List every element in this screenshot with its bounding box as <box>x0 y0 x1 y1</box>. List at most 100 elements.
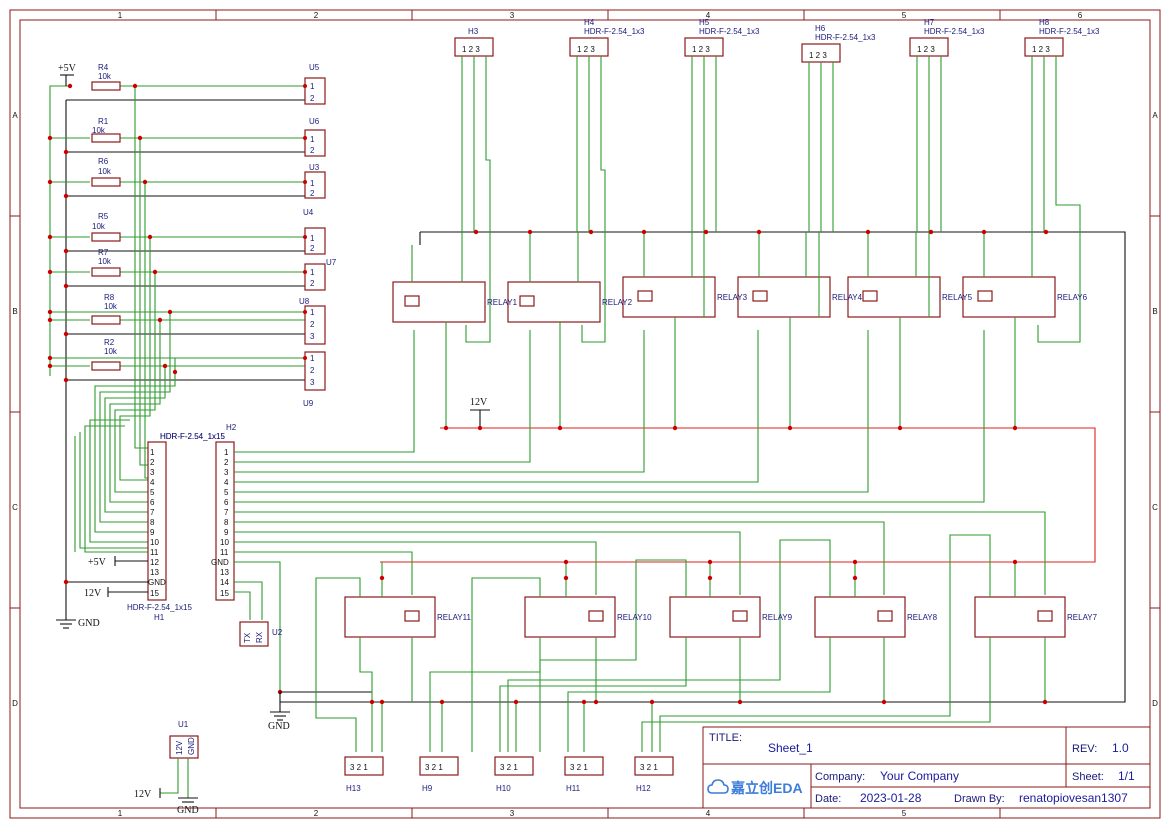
h2-pin-13: 13 <box>220 568 229 577</box>
row-a: A <box>12 111 18 120</box>
row-c: C <box>12 503 18 512</box>
switch-u9-ref: U9 <box>303 399 314 408</box>
switch-u4-pin2: 2 <box>310 244 315 253</box>
switch-u3-ref: U3 <box>309 163 320 172</box>
switch-u8-ref: U8 <box>299 297 310 306</box>
uart-u2-tx: TX <box>243 632 252 643</box>
date-label: Date: <box>815 793 841 805</box>
drawing-frame: 1 2 3 4 5 6 1 2 3 4 5 A B C D A B C D <box>9 9 1161 819</box>
header-h9-ref: H9 <box>422 784 433 793</box>
cloud-icon <box>707 779 729 794</box>
col-2-bottom: 2 <box>314 809 319 818</box>
resistor-r7-ref: R7 <box>98 248 109 257</box>
header-h10-ref: H10 <box>496 784 511 793</box>
net-gnd-label-left: GND <box>78 618 100 629</box>
switch-u3-pin2: 2 <box>310 189 315 198</box>
switch-u3-pin1: 1 <box>310 179 315 188</box>
uart-u2-ref: U2 <box>272 628 283 637</box>
switch-u6-pin2: 2 <box>310 146 315 155</box>
company-value: Your Company <box>880 769 959 783</box>
col-1-bottom: 1 <box>118 809 123 818</box>
resistor-r8-value: 10k <box>104 302 118 311</box>
h2-pin-3: 3 <box>224 468 229 477</box>
svg-text:3 2 1: 3 2 1 <box>570 763 588 772</box>
h1-pin-7: 7 <box>150 508 155 517</box>
switch-u6-ref: U6 <box>309 117 320 126</box>
h1-pin-1: 1 <box>150 448 155 457</box>
header-h2-ref: H2 <box>226 423 237 432</box>
switch-u9-pin2: 2 <box>310 366 315 375</box>
h1-pin-9: 9 <box>150 528 155 537</box>
header-h8-ref: H8 <box>1039 18 1050 27</box>
header-h4-ref: H4 <box>584 18 595 27</box>
h1-pin-12: 12 <box>150 558 159 567</box>
power-connector-u1: U1 12V GND 12V GND <box>134 720 199 816</box>
h1-pin-gnd: GND <box>148 578 166 587</box>
h2-pin-6: 6 <box>224 498 229 507</box>
svg-text:1 2 3: 1 2 3 <box>577 45 595 54</box>
switch-u4-pin1: 1 <box>310 234 315 243</box>
col-4-bottom: 4 <box>706 809 711 818</box>
svg-text:1 2 3: 1 2 3 <box>692 45 710 54</box>
net-12v-label-h1: 12V <box>84 588 102 599</box>
net-5v-label-top: +5V <box>58 63 77 74</box>
header-h6-value: HDR-F-2.54_1x3 <box>815 33 876 42</box>
col-5-bottom: 5 <box>902 809 907 818</box>
net-12v-label-mid: 12V <box>470 397 488 408</box>
switch-u5-ref: U5 <box>309 63 320 72</box>
header-h5-ref: H5 <box>699 18 710 27</box>
row-b: B <box>12 307 17 316</box>
resistor-r2-value: 10k <box>104 347 118 356</box>
row-d-right: D <box>1152 699 1158 708</box>
h1-pin-6: 6 <box>150 498 155 507</box>
col-3: 3 <box>510 11 515 20</box>
col-3-bottom: 3 <box>510 809 515 818</box>
row-c-right: C <box>1152 503 1158 512</box>
header-h1-ref: H1 <box>154 613 165 622</box>
relay6-label: RELAY6 <box>1057 293 1088 302</box>
col-2: 2 <box>314 11 319 20</box>
switch-u4-ref: U4 <box>303 208 314 217</box>
net-gnd-label-mid: GND <box>268 721 290 732</box>
resistor-r7-value: 10k <box>98 257 112 266</box>
h2-pin-14: 14 <box>220 578 229 587</box>
switch-u8-pin3: 3 <box>310 332 315 341</box>
resistor-r5-ref: R5 <box>98 212 109 221</box>
relay10-label: RELAY10 <box>617 613 652 622</box>
svg-text:3 2 1: 3 2 1 <box>500 763 518 772</box>
header-h7-value: HDR-F-2.54_1x3 <box>924 27 985 36</box>
header-h5-value: HDR-F-2.54_1x3 <box>699 27 760 36</box>
title-value: Sheet_1 <box>768 741 813 755</box>
resistor-r2-ref: R2 <box>104 338 115 347</box>
h1-pin-13: 13 <box>150 568 159 577</box>
col-4: 4 <box>706 11 711 20</box>
bottom-relays: RELAY11 RELAY10 RELAY9 RELAY8 RELAY7 <box>315 534 1098 752</box>
switch-u5-pin2: 2 <box>310 94 315 103</box>
relay9-label: RELAY9 <box>762 613 793 622</box>
rev-label: REV: <box>1072 743 1097 755</box>
resistor-r6-value: 10k <box>98 167 112 176</box>
sheet-label: Sheet: <box>1072 771 1104 783</box>
company-label: Company: <box>815 771 865 783</box>
row-b-right: B <box>1152 307 1157 316</box>
h1-pin-14-15: 15 <box>150 589 159 598</box>
uart-u2-rx: RX <box>255 631 264 643</box>
h2-pin-gnd: GND <box>211 558 229 567</box>
resistor-r4-value: 10k <box>98 72 112 81</box>
h2-pin-1: 1 <box>224 448 229 457</box>
h1-pin-3: 3 <box>150 468 155 477</box>
header-h3-ref: H3 <box>468 27 479 36</box>
svg-text:1 2 3: 1 2 3 <box>462 45 480 54</box>
row-a-right: A <box>1152 111 1158 120</box>
relay2-label: RELAY2 <box>602 298 633 307</box>
switch-u7-ref: U7 <box>326 258 337 267</box>
input-section: R4 10k R1 10k R6 10k R5 10k R7 10k R8 10… <box>47 63 337 553</box>
power-buses: 12V +5V GND <box>49 63 1126 703</box>
h2-pin-15: 15 <box>220 589 229 598</box>
svg-text:1 2 3: 1 2 3 <box>917 45 935 54</box>
net-12v-label-u1: 12V <box>134 789 152 800</box>
top-relays: RELAY1 RELAY2 RELAY3 RELAY4 RELAY5 RELAY… <box>392 229 1088 431</box>
col-5: 5 <box>902 11 907 20</box>
